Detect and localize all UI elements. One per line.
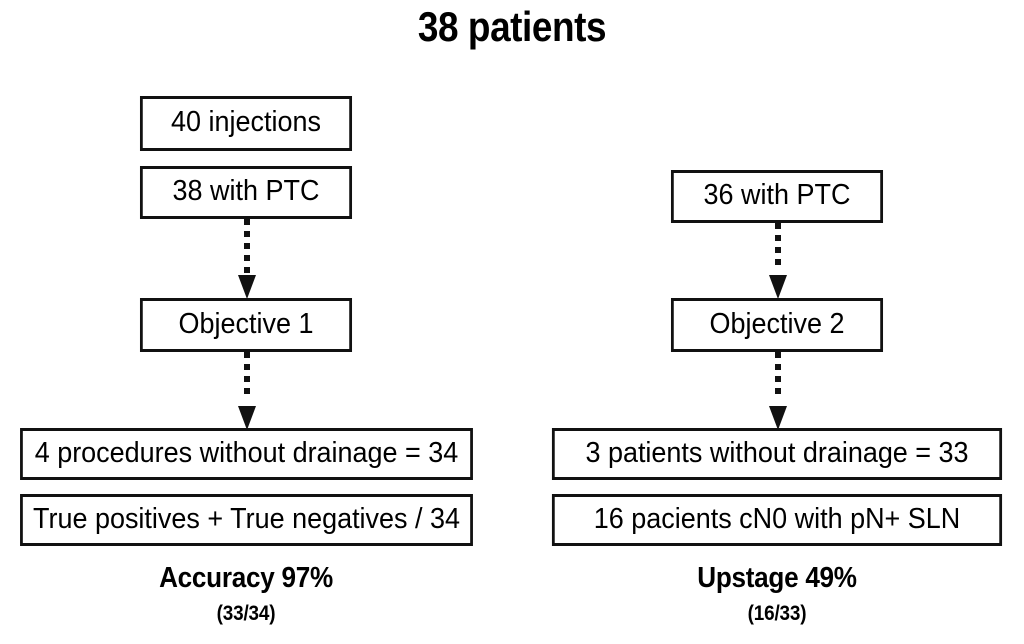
node-label: 3 patients without drainage = 33 <box>585 436 969 469</box>
node-with-ptc-count-1: 38 with PTC <box>139 166 353 219</box>
node-without-drainage-1: 4 procedures without drainage = 34 <box>20 428 473 480</box>
arrow-objective-2-to-drainage <box>769 352 787 430</box>
node-label: Objective 1 <box>178 307 314 340</box>
node-label: True positives + True negatives / 34 <box>32 502 461 535</box>
result-headline-2: Upstage 49% <box>697 562 857 594</box>
arrow-ptc-to-objective-2 <box>769 223 787 299</box>
node-label: 38 with PTC <box>172 175 320 207</box>
node-objective-2: Objective 2 <box>670 298 884 352</box>
node-metric-formula-1: True positives + True negatives / 34 <box>20 494 473 546</box>
node-objective-1: Objective 1 <box>139 298 353 352</box>
node-label: 4 procedures without drainage = 34 <box>34 436 459 469</box>
arrow-ptc-to-objective-1 <box>238 219 256 299</box>
node-without-drainage-2: 3 patients without drainage = 33 <box>551 428 1003 480</box>
node-label: Objective 2 <box>709 307 845 340</box>
node-label: 36 with PTC <box>703 179 851 211</box>
node-with-ptc-count-2: 36 with PTC <box>670 170 884 223</box>
arrow-objective-1-to-drainage <box>238 352 256 430</box>
result-fraction-2: (16/33) <box>747 602 807 625</box>
page-title: 38 patients <box>417 3 607 50</box>
node-injections-count: 40 injections <box>139 96 353 151</box>
result-fraction-1: (33/34) <box>216 602 276 625</box>
node-metric-formula-2: 16 pacients cN0 with pN+ SLN <box>551 494 1003 546</box>
node-label: 40 injections <box>171 106 321 138</box>
node-label: 16 pacients cN0 with pN+ SLN <box>593 502 961 535</box>
result-headline-1: Accuracy 97% <box>159 562 333 594</box>
